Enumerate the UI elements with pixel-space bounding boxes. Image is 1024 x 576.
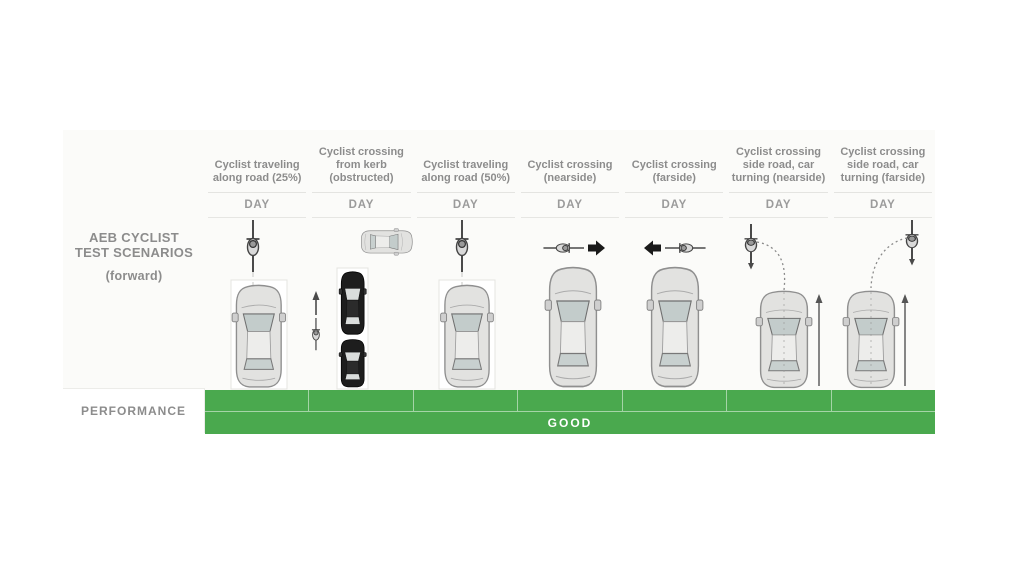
column-header: Cyclist crossing (nearside)	[527, 159, 613, 184]
condition-label: DAY	[625, 192, 724, 218]
obstruction-car-icon	[339, 271, 368, 335]
performance-cell	[309, 390, 414, 411]
table-title: AEB CYCLIST TEST SCENARIOS (forward)	[63, 230, 205, 284]
table-title-line1: AEB CYCLIST	[89, 230, 179, 245]
car-top-icon	[231, 284, 287, 388]
cyclist-top-icon	[245, 219, 261, 273]
up-arrowhead-icon	[815, 294, 823, 303]
cyclist-top-icon	[904, 219, 920, 262]
performance-rating-badge: GOOD	[205, 411, 935, 434]
cyclist-top-icon	[743, 223, 759, 266]
condition-label: DAY	[416, 192, 515, 218]
scenario-diagram-crossing-nearside	[518, 218, 622, 390]
condition-label: DAY	[312, 192, 411, 218]
scenario-diagram-turning-nearside	[726, 218, 830, 390]
performance-cell	[413, 390, 519, 411]
column-header: Cyclist crossing (farside)	[631, 159, 717, 184]
turning-path-dotted-curve	[870, 237, 907, 289]
performance-cell	[622, 390, 728, 411]
scenario-diagram-turning-farside	[831, 218, 935, 390]
performance-cell	[727, 390, 832, 411]
column-header: Cyclist crossing side road, car turning …	[731, 146, 826, 184]
down-arrowhead-icon	[908, 259, 915, 266]
car-top-icon	[439, 284, 494, 388]
right-arrow-icon	[587, 240, 605, 256]
cyclist-top-icon	[542, 242, 585, 254]
down-arrowhead-icon	[747, 263, 754, 270]
car-top-icon	[361, 228, 414, 256]
column-header: Cyclist crossing side road, car turning …	[840, 146, 926, 184]
condition-label: DAY	[729, 192, 828, 218]
performance-cell	[205, 390, 310, 411]
cyclist-top-icon	[454, 219, 470, 273]
car-top-icon	[544, 266, 602, 388]
scenario-columns: Cyclist traveling along road (25%) Cycli…	[205, 130, 935, 434]
left-arrow-icon	[644, 240, 662, 256]
column-header: Cyclist traveling along road (50%)	[421, 159, 511, 184]
column-header: Cyclist traveling along road (25%)	[212, 159, 302, 184]
scenario-table: AEB CYCLIST TEST SCENARIOS (forward) PER…	[63, 130, 935, 434]
table-subtitle: (forward)	[105, 269, 163, 283]
column-header: Cyclist crossing from kerb (obstructed)	[318, 146, 404, 184]
cyclist-top-icon	[311, 317, 322, 351]
cyclist-top-icon	[664, 242, 707, 254]
scenario-diagram-crossing-farside	[622, 218, 726, 390]
row-header-column: AEB CYCLIST TEST SCENARIOS (forward) PER…	[63, 130, 205, 433]
diagram-row	[205, 218, 935, 390]
up-arrowhead-icon	[901, 294, 909, 303]
performance-cells-row	[205, 390, 935, 411]
scenario-diagram-along-road-25	[205, 218, 309, 390]
scenario-diagram-kerb-obstructed	[309, 218, 414, 390]
performance-cell	[831, 390, 935, 411]
scenario-diagram-along-road-50	[414, 218, 518, 390]
column-header-row: Cyclist traveling along road (25%) Cycli…	[205, 130, 935, 192]
up-arrowhead-icon	[312, 291, 320, 300]
condition-label: DAY	[833, 192, 932, 218]
performance-cell	[518, 390, 623, 411]
turning-path-dotted-curve	[756, 241, 785, 291]
condition-label: DAY	[520, 192, 620, 218]
table-title-line2: TEST SCENARIOS	[74, 245, 194, 260]
performance-row-label: PERFORMANCE	[63, 388, 205, 433]
car-top-icon	[646, 266, 704, 388]
obstruction-car-icon	[339, 339, 368, 388]
condition-row: DAY DAY DAY DAY DAY DAY DAY	[205, 192, 935, 218]
condition-label: DAY	[208, 192, 307, 218]
